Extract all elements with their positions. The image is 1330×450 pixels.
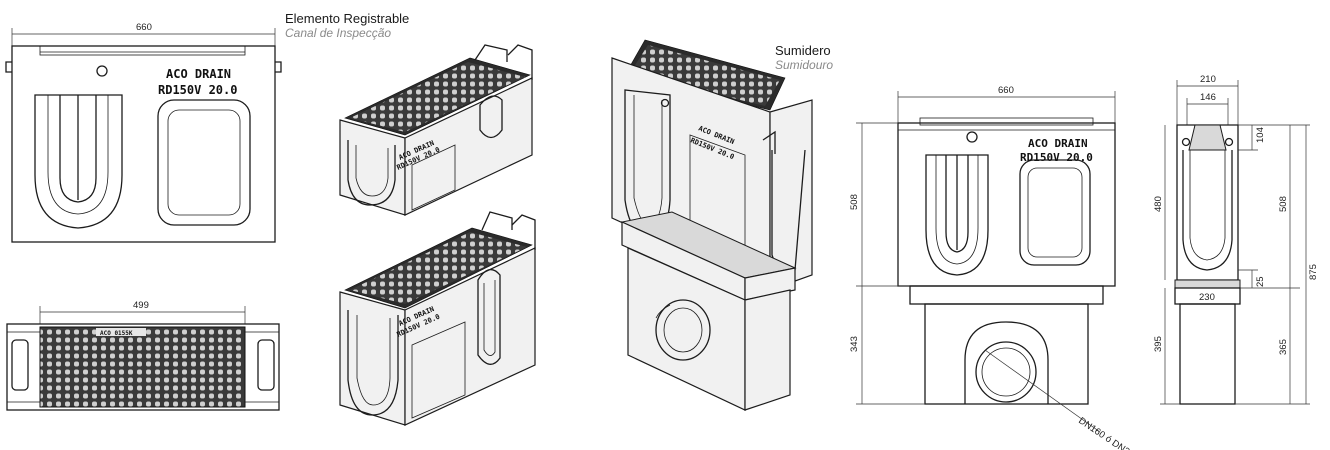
side-section-view: 210 146 230 480 395 104 25 508 365 <box>1153 74 1319 405</box>
sump-front-elevation: 660 ACO DRAIN RD150V 20.0 DN160 ó DN200 … <box>849 85 1140 450</box>
dim-side-base-width: 230 <box>1199 292 1215 303</box>
dim-side-inner-width: 146 <box>1200 92 1216 103</box>
brand-line-2: RD150V 20.0 <box>158 83 237 97</box>
sump-base-front-elev <box>924 303 1089 405</box>
side-base-outline <box>1179 303 1236 405</box>
outlet-pipe <box>655 299 711 361</box>
sump-front-brand-1: ACO DRAIN <box>1028 137 1088 150</box>
dim-side-grate-depth: 104 <box>1255 127 1266 143</box>
channel-plan-outline <box>6 323 280 411</box>
grate-plan-view: 499 ACO 0155K <box>6 300 280 411</box>
grate-code: ACO 0155K <box>100 330 133 337</box>
registrable-title: Elemento Registrable <box>285 11 410 26</box>
dim-side-top-width: 210 <box>1200 74 1216 85</box>
sump-window-front <box>1019 159 1091 266</box>
iso-channel-upper: ACO DRAIN RD150V 20.0 <box>339 44 533 216</box>
outlet-circle <box>975 341 1037 403</box>
iso-window <box>411 144 456 211</box>
dim-sump-length: 660 <box>998 85 1014 96</box>
sumidero-title: Sumidero <box>775 43 831 58</box>
grate-edge <box>39 45 246 56</box>
side-grate-section <box>1188 124 1227 151</box>
iso-channel-lower: ACO DRAIN RD150V 20.0 <box>339 211 536 426</box>
grate-slots <box>39 326 246 408</box>
sumidero-subtitle: Sumidouro <box>775 58 834 72</box>
dim-side-channel-height: 480 <box>1153 196 1164 212</box>
dim-grate-length: 499 <box>133 300 149 311</box>
front-view: 660 ACO DRAIN RD150V 20.0 <box>5 22 282 243</box>
iso-side-face <box>404 77 533 216</box>
dim-outlet: DN160 ó DN200 <box>1076 415 1140 450</box>
sump-front-brand-2: RD150V 20.0 <box>1020 151 1093 164</box>
iso-sump-unit: ACO DRAIN RD150V 20.0 <box>611 39 813 411</box>
brand-line-1: ACO DRAIN <box>166 67 231 81</box>
dim-front-length: 660 <box>136 22 152 33</box>
sump-end-face <box>769 99 813 291</box>
dim-sump-base-height: 343 <box>849 336 860 352</box>
knockout-window <box>157 99 251 226</box>
registrable-subtitle: Canal de Inspecção <box>285 26 392 40</box>
dim-sump-channel-height: 508 <box>849 194 860 210</box>
iso-lower-side <box>404 247 536 426</box>
channel-profile <box>34 94 123 229</box>
iso-lower-window <box>411 321 466 419</box>
dim-side-total-height: 875 <box>1308 264 1319 280</box>
bolt-hole <box>96 65 108 77</box>
sump-base-side <box>744 289 791 411</box>
dim-side-base-inner: 365 <box>1278 339 1289 355</box>
dim-side-channel-total: 508 <box>1278 196 1289 212</box>
dim-side-base-outer: 395 <box>1153 336 1164 352</box>
dim-side-step: 25 <box>1255 276 1266 287</box>
